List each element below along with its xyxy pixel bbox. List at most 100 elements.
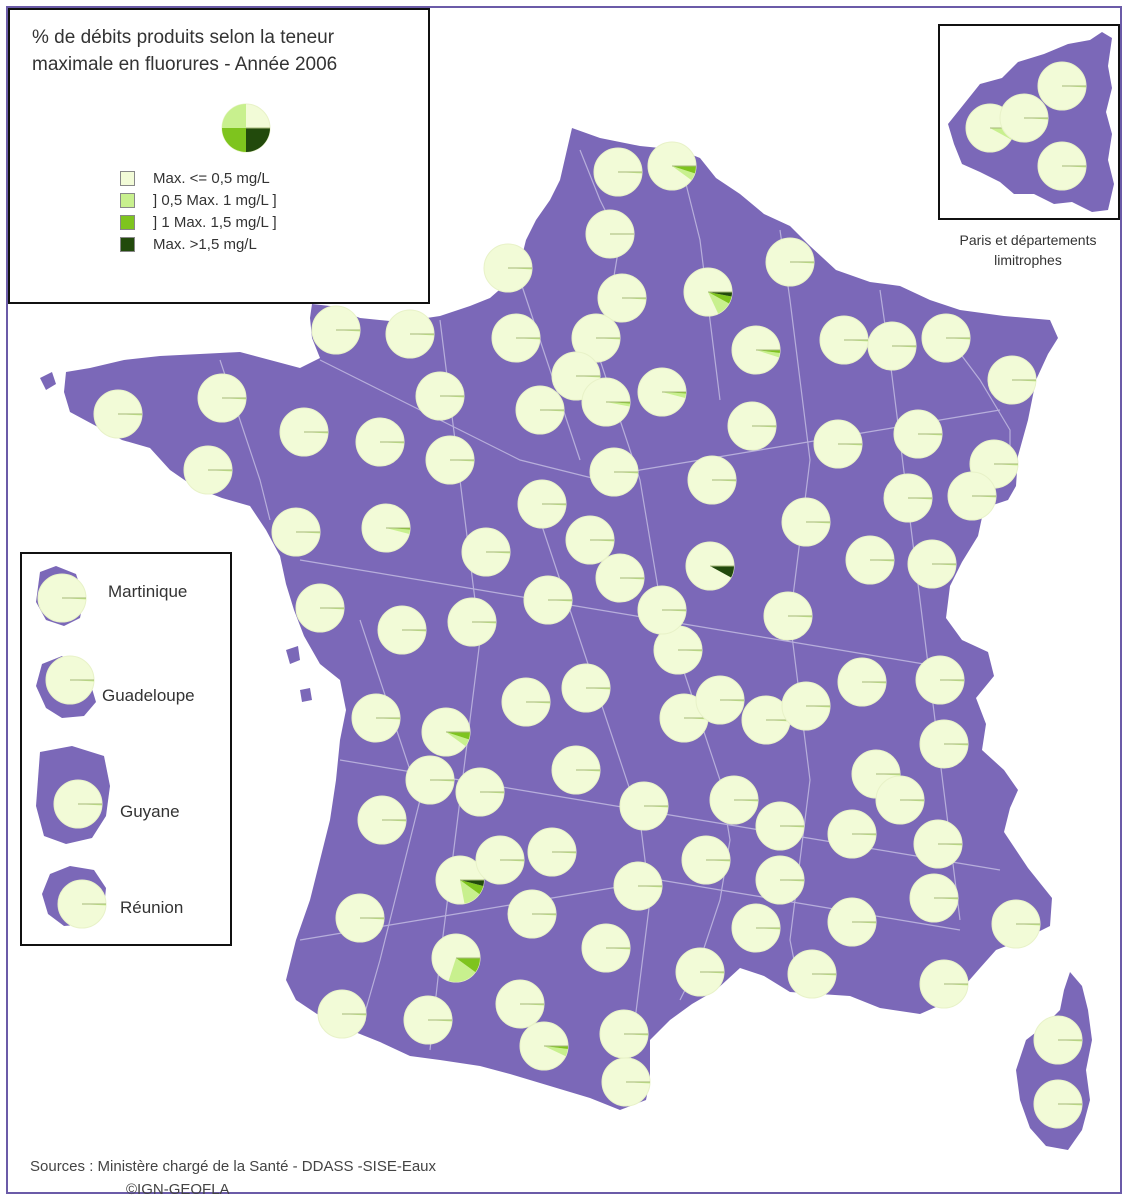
department-pie-64 [755,801,805,851]
department-pie-87 [599,1009,649,1059]
department-pie-84 [403,995,453,1045]
department-pie-46-slice-3 [710,566,734,578]
department-pie-92 [475,835,525,885]
department-pie-9 [491,313,541,363]
department-pie-1-slice-1 [672,166,695,181]
legend-swatch-1 [120,192,135,208]
department-pie-82 [919,959,969,1009]
department-pie-29 [813,419,863,469]
overseas-box: Martinique Guadeloupe Guyane Réunion [20,552,232,946]
department-pie-78 [431,933,481,983]
department-pie-21 [415,371,465,421]
department-pie-36 [271,507,321,557]
department-pie-89 [1033,1015,1083,1065]
department-pie-45 [523,575,573,625]
department-pie-71 [613,861,663,911]
department-pie-65 [827,809,877,859]
department-pie-46 [685,541,735,591]
department-pie-28 [727,401,777,451]
department-pie-4-slice-1 [708,292,730,314]
department-pie-24 [355,417,405,467]
legend-swatch-2 [120,214,135,230]
department-pie-67 [357,795,407,845]
paris-pie-2 [999,93,1049,143]
department-pie-0 [593,147,643,197]
department-pie-78-slice-2 [456,958,480,973]
department-pie-1 [647,141,697,191]
island-oleron [300,688,312,702]
department-pie-49 [837,657,887,707]
department-pie-11 [731,325,781,375]
department-pie-70-slice-2 [460,880,484,895]
department-pie-70 [435,855,485,905]
department-pie-27 [687,455,737,505]
paris-caption-line1: Paris et départements [959,232,1097,248]
department-pie-52-slice-2 [446,732,470,740]
dom-label-guadeloupe: Guadeloupe [102,686,195,705]
legend-title: % de débits produits selon la teneur max… [32,24,412,78]
department-pie-43 [377,605,427,655]
department-pie-33 [517,479,567,529]
department-pie-4-slice-2 [708,292,732,304]
department-pie-39 [595,553,645,603]
island-ouessant [40,372,56,390]
department-pie-32 [183,445,233,495]
department-pie-86-slice-1 [544,1046,568,1057]
department-pie-86 [519,1021,569,1071]
department-pie-34 [883,473,933,523]
department-pie-97 [405,755,455,805]
legend-label-0: Max. <= 0,5 mg/L [153,169,270,187]
department-pie-4-slice-3 [708,292,732,297]
department-pie-73 [731,903,781,953]
department-pie-83 [317,989,367,1039]
department-pie-69 [681,835,731,885]
department-pie-52 [421,707,471,757]
paris-pie-0 [1037,61,1087,111]
department-pie-13 [867,321,917,371]
legend-title-line1: % de débits produits selon la teneur [32,27,335,48]
department-pie-15 [987,355,1037,405]
copyright-text: ©IGN-GEOFLA [126,1181,230,1198]
department-pie-62 [619,781,669,831]
legend-item-2: ] 1 Max. 1,5 mg/L ] [120,212,277,232]
department-pie-75 [909,873,959,923]
department-pie-76 [991,899,1041,949]
department-pie-38 [461,527,511,577]
legend-box: % de débits produits selon la teneur max… [8,8,430,304]
paris-caption-line2: limitrophes [994,252,1062,268]
department-pie-91 [637,585,687,635]
dom-pie-0 [37,573,87,623]
department-pie-95 [845,535,895,585]
department-pie-60 [455,767,505,817]
department-pie-37-slice-1 [386,528,410,534]
dom-label-guyane: Guyane [120,802,180,821]
department-pie-2 [585,209,635,259]
legend-swatch-0 [120,170,135,186]
legend-item-1: ] 0,5 Max. 1 mg/L ] [120,190,277,210]
department-pie-80 [675,947,725,997]
department-pie-23 [279,407,329,457]
department-pie-3 [483,243,533,293]
legend-sample-slice-2 [222,128,246,152]
department-pie-22 [515,385,565,435]
department-border-8 [879,289,961,921]
department-border-10 [519,279,581,461]
legend-label-3: Max. >1,5 mg/L [153,235,257,253]
department-pie-94 [565,515,615,565]
department-pie-74 [827,897,877,947]
department-pie-26 [589,447,639,497]
legend-sample-slice-1 [222,104,246,128]
inset-paris-map [948,32,1114,212]
department-pie-40 [781,497,831,547]
department-pie-68 [527,827,577,877]
department-pie-51 [351,693,401,743]
department-pie-86-slice-2 [544,1046,568,1050]
department-pie-61 [551,745,601,795]
department-pie-57 [781,681,831,731]
legend-swatch-3 [120,236,135,252]
department-pie-25 [425,435,475,485]
department-pie-50 [915,655,965,705]
department-border-2 [299,559,961,671]
department-pie-18 [637,367,687,417]
